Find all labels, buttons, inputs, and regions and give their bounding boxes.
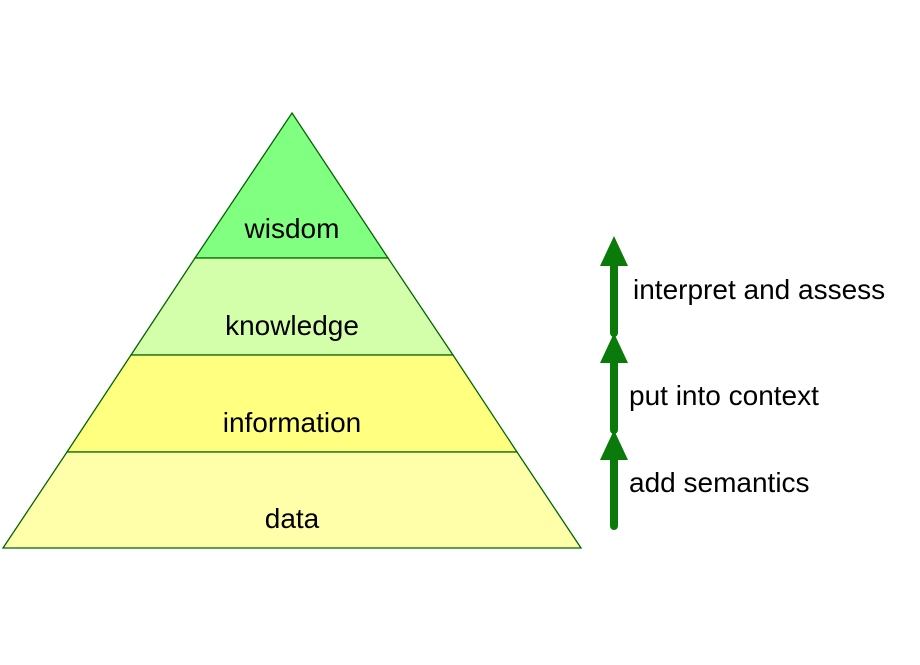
pyramid-label-knowledge: knowledge bbox=[225, 310, 359, 341]
step-label-interpret-and-assess: interpret and assess bbox=[633, 274, 885, 305]
pyramid-label-data: data bbox=[265, 503, 320, 534]
pyramid-label-information: information bbox=[223, 407, 362, 438]
pyramid-layer-data bbox=[1, 451, 583, 549]
step-label-add-semantics: add semantics bbox=[629, 467, 810, 498]
arrow-put-into-context-head bbox=[600, 333, 628, 363]
arrow-add-semantics-head bbox=[600, 430, 628, 460]
arrow-interpret-and-assess-head bbox=[600, 236, 628, 266]
pyramid: wisdom knowledge information data bbox=[1, 111, 583, 549]
step-label-put-into-context: put into context bbox=[629, 380, 819, 411]
pyramid-label-wisdom: wisdom bbox=[244, 213, 340, 244]
transformation-arrows: add semantics put into context interpret… bbox=[600, 236, 885, 530]
